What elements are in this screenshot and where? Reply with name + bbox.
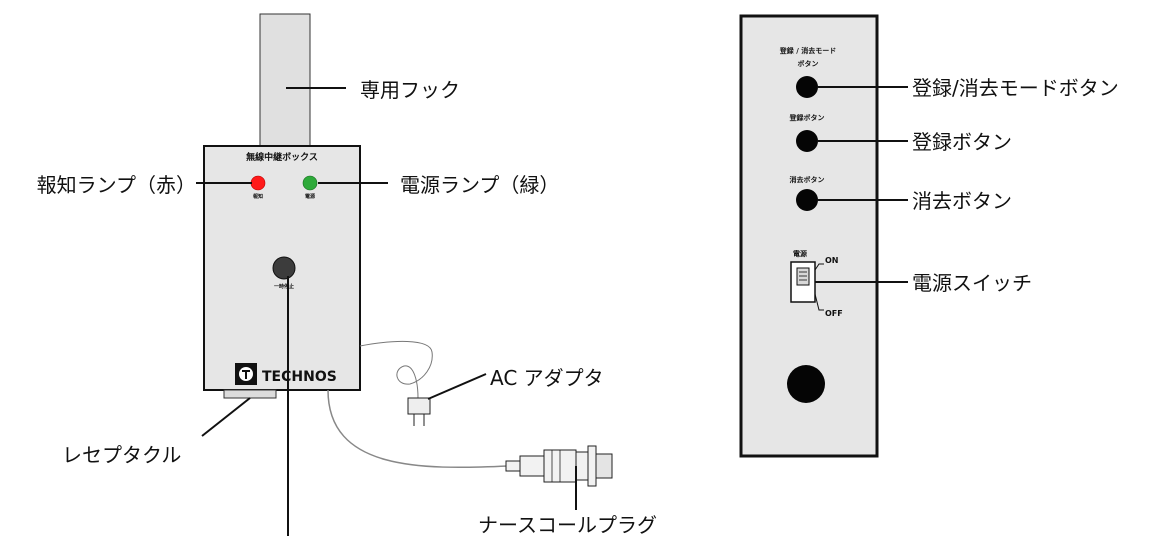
ac-adapter-cable bbox=[359, 340, 433, 399]
receptacle-leader bbox=[201, 397, 251, 437]
power-lamp-callout: 電源ランプ（緑） bbox=[400, 173, 559, 197]
mode-button bbox=[796, 76, 818, 98]
power-switch-small-label: 電源 bbox=[793, 249, 807, 258]
alarm-lamp bbox=[250, 175, 266, 191]
mode-button-small-label-2: ボタン bbox=[798, 59, 819, 68]
erase-button bbox=[796, 189, 818, 211]
power-lamp-small-label: 電源 bbox=[305, 193, 315, 200]
front-view: 無線中継ボックス 報知 電源 一時停止 TECHNOS bbox=[37, 13, 657, 536]
ac-adapter-callout: AC アダプタ bbox=[490, 366, 604, 390]
pause-button bbox=[272, 256, 296, 280]
nurse-call-plug-callout: ナースコールプラグ bbox=[478, 513, 657, 536]
register-button-small-label: 登録ボタン bbox=[789, 113, 825, 122]
power-lamp bbox=[302, 175, 318, 191]
mode-button-callout: 登録/消去モードボタン bbox=[912, 76, 1119, 100]
logo-text: TECHNOS bbox=[262, 369, 337, 385]
register-button-callout: 登録ボタン bbox=[912, 130, 1012, 154]
ac-adapter-plug bbox=[407, 397, 431, 426]
nurse-call-cable bbox=[327, 389, 509, 469]
erase-button-callout: 消去ボタン bbox=[912, 189, 1012, 213]
hook bbox=[259, 13, 311, 149]
box-title: 無線中継ボックス bbox=[246, 151, 318, 163]
power-on-label: ON bbox=[825, 256, 839, 265]
back-view: 登録 / 消去モード ボタン 登録ボタン 消去ボタン 電源 ON OFF bbox=[739, 14, 1119, 458]
pause-button-small-label: 一時停止 bbox=[274, 283, 294, 290]
alarm-lamp-small-label: 報知 bbox=[253, 193, 263, 200]
alarm-lamp-callout: 報知ランプ（赤） bbox=[37, 173, 196, 197]
nurse-call-plug bbox=[505, 445, 613, 487]
erase-button-small-label: 消去ボタン bbox=[790, 175, 825, 184]
ac-adapter-leader bbox=[427, 373, 487, 400]
receptacle bbox=[223, 389, 277, 399]
bottom-hole bbox=[787, 365, 825, 403]
mode-button-small-label-1: 登録 / 消去モード bbox=[779, 46, 836, 55]
power-off-label: OFF bbox=[825, 309, 843, 318]
technos-logo-icon bbox=[235, 363, 257, 385]
receptacle-callout: レセプタクル bbox=[62, 443, 181, 467]
power-switch-callout: 電源スイッチ bbox=[912, 271, 1032, 295]
hook-callout: 専用フック bbox=[360, 78, 460, 102]
register-button bbox=[796, 130, 818, 152]
